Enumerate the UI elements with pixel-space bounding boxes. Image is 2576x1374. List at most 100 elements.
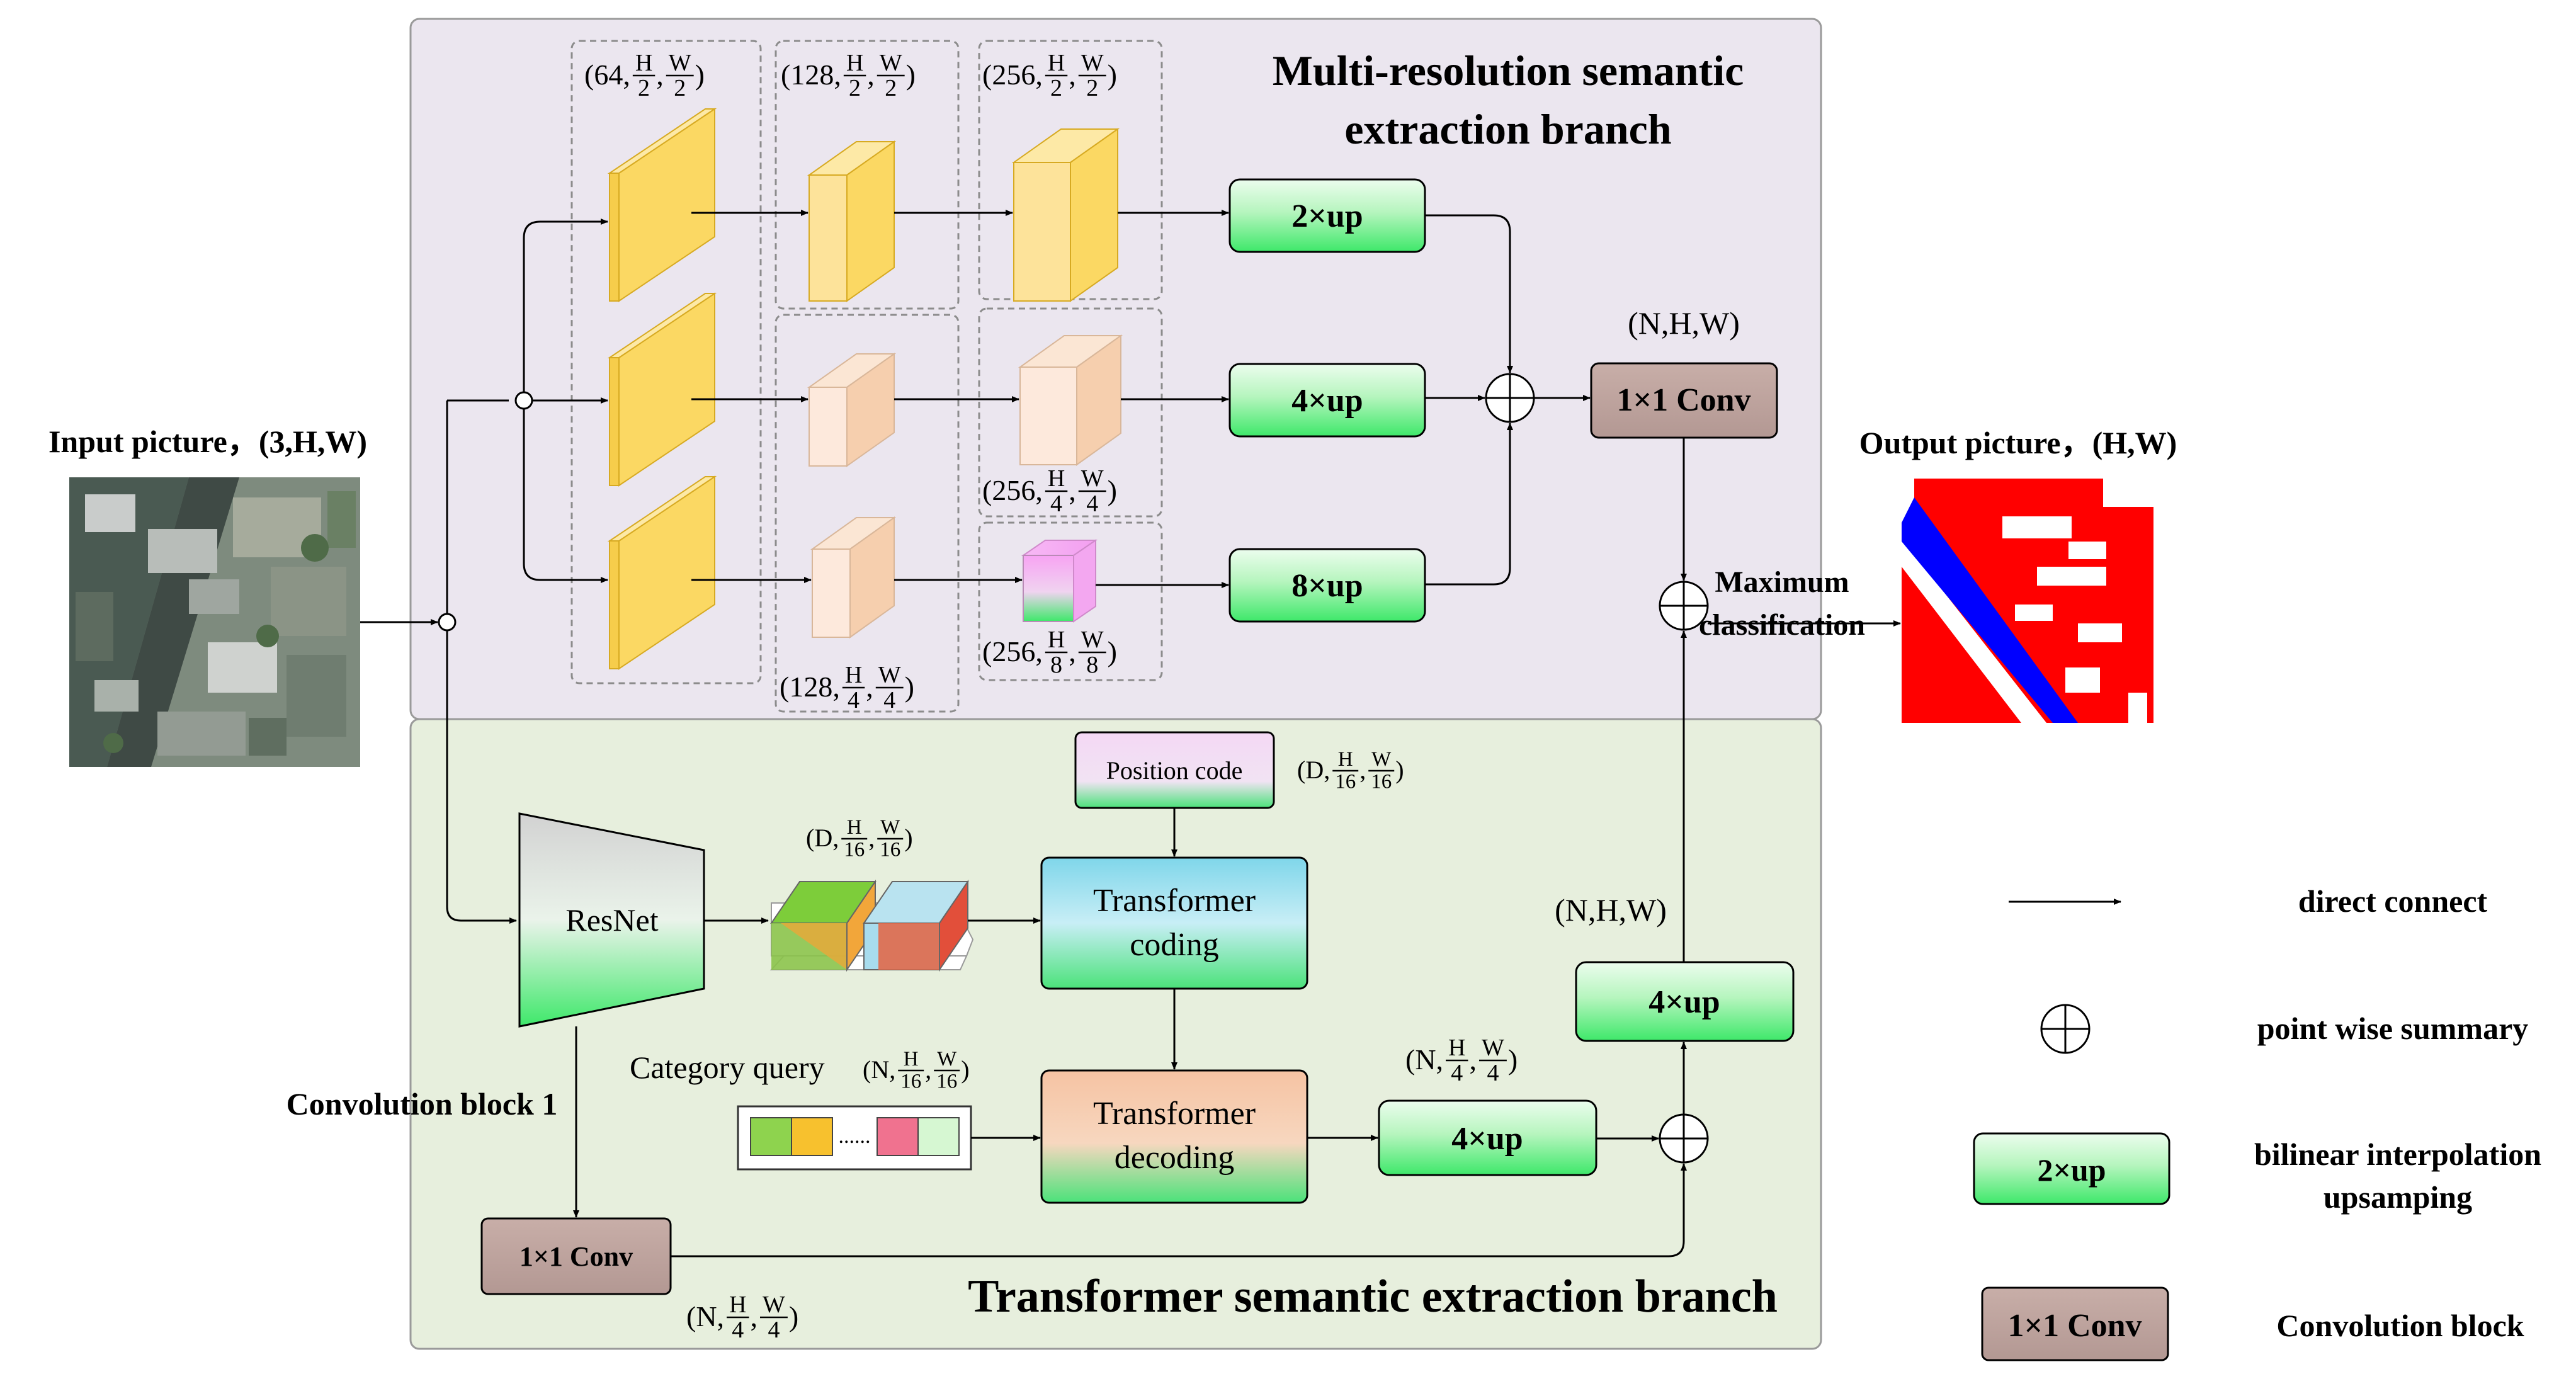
dim-position-code-1-numerator: H — [1338, 748, 1353, 771]
maximum-label: Maximum — [1715, 565, 1849, 599]
cube-row2-stage1 — [607, 292, 717, 487]
dim-stage2-top-2-numerator: W — [880, 50, 902, 76]
legend-sum-icon — [2040, 1004, 2091, 1054]
dim-category-query-comma: , — [925, 1055, 931, 1084]
dim-category-query-2-numerator: W — [937, 1048, 957, 1070]
dim-conv-bottom-2-denominator: 4 — [768, 1317, 780, 1343]
category-query-label: Category query — [630, 1050, 825, 1085]
multi-resolution-dim-labels: (64,H2,W2)(128,H2,W2)(256,H2,W2)(256,H4,… — [584, 50, 1117, 713]
position-code-label: Position code — [1106, 756, 1243, 785]
dim-stage3-bottom-1-denominator: 8 — [1050, 652, 1062, 678]
dim-stage3-top: (256,H2,W2) — [982, 50, 1117, 101]
dim-stage3-bottom-comma: , — [1069, 635, 1076, 667]
connectors — [360, 210, 1901, 1258]
sum-nodes — [1485, 373, 1709, 1164]
dim-stage3-mid: (256,H4,W4) — [982, 465, 1117, 517]
dim-stage2-bottom-comma: , — [866, 671, 873, 703]
input-picture — [69, 477, 360, 767]
transformer-up4-box: 4×up — [1378, 1099, 1597, 1176]
dim-position-code-comma: , — [1359, 756, 1366, 784]
legend-bilinear-line1: bilinear interpolation — [2254, 1137, 2541, 1172]
sum-node-transformer — [1659, 1113, 1709, 1164]
dim-stage2-top-suffix: ) — [906, 59, 916, 91]
query-ellipsis: ...... — [839, 1125, 871, 1148]
dim-category-query-1-denominator: 16 — [900, 1070, 921, 1093]
cube-row2-stage2 — [807, 353, 897, 467]
dim-stage2-bottom-suffix: ) — [905, 671, 914, 703]
up8-label: 8×up — [1291, 568, 1363, 604]
feature-tokens: ...... — [769, 879, 974, 972]
dim-stage3-top-comma: , — [1069, 59, 1076, 91]
dim-stage2-bottom: (128,H4,W4) — [780, 662, 914, 713]
stage3-group-bottom — [978, 521, 1163, 681]
dim-conv-bottom-comma: , — [751, 1300, 758, 1332]
token-first — [770, 879, 877, 972]
cube-row3-stage2 — [810, 516, 897, 639]
decoder-label-line1: Transformer — [1093, 1096, 1256, 1132]
dim-stage3-mid-prefix: (256, — [982, 474, 1043, 506]
dim-feature-tokens-2-numerator: W — [880, 816, 900, 839]
sum-node-multi — [1485, 373, 1535, 423]
dim-stage3-mid-comma: , — [1069, 474, 1076, 506]
transformer-up4-label: 4×up — [1451, 1121, 1523, 1157]
stage1-group — [570, 40, 762, 684]
dim-stage2-top-1-denominator: 2 — [849, 75, 861, 101]
transformer-dim-labels: (D,H16,W16)(D,H16,W16)(N,H16,W16)(N,H4,W… — [686, 748, 1518, 1343]
transformer-branch-title: Transformer semantic extraction branch — [968, 1271, 1778, 1322]
dim-stage3-mid-2-numerator: W — [1081, 465, 1104, 492]
conv-1x1-top: 1×1 Conv — [1590, 362, 1778, 439]
up2-box: 2×up — [1228, 178, 1426, 253]
dim-stage3-mid-2-denominator: 4 — [1086, 491, 1098, 517]
dim-stage3-top-2-numerator: W — [1081, 50, 1104, 76]
resnet-label: ResNet — [565, 902, 658, 938]
legend-point-wise: point wise summary — [2257, 1011, 2529, 1046]
output-picture — [1902, 479, 2153, 723]
dim-stage2-top-prefix: (128, — [781, 59, 841, 91]
transformer-up4b-dim: (N,H,W) — [1555, 892, 1667, 928]
dim-transformer-up4-prefix: (N, — [1405, 1043, 1443, 1076]
dim-stage1-1-denominator: 2 — [638, 75, 650, 101]
dim-category-query-prefix: (N, — [863, 1055, 895, 1084]
stage2-group-bottom — [775, 314, 960, 713]
dim-transformer-up4-1-denominator: 4 — [1451, 1060, 1463, 1086]
dim-conv-bottom-2-numerator: W — [763, 1292, 785, 1318]
dim-stage3-bottom-2-numerator: W — [1081, 627, 1104, 653]
output-picture-label: Output picture，(H,W) — [1859, 425, 2177, 460]
dim-stage2-bottom-prefix: (128, — [780, 671, 840, 703]
dim-transformer-up4: (N,H4,W4) — [1405, 1035, 1518, 1086]
input-split-node — [438, 613, 457, 632]
up4-box: 4×up — [1228, 363, 1426, 438]
up2-label: 2×up — [1291, 198, 1363, 234]
dim-feature-tokens-1-denominator: 16 — [844, 839, 865, 861]
resnet-block: ResNet — [518, 812, 705, 1028]
position-code-box: Position code — [1074, 731, 1275, 809]
legend-conv-label: 1×1 Conv — [2007, 1308, 2142, 1344]
dim-category-query-1-numerator: H — [904, 1048, 919, 1070]
dim-stage2-top-2-denominator: 2 — [885, 75, 897, 101]
input-picture-label: Input picture，(3,H,W) — [48, 424, 367, 459]
legend: direct connect point wise summary 2×up b… — [1973, 883, 2541, 1361]
convolution-block-1-label: Convolution block 1 — [287, 1086, 558, 1121]
legend-conv-box — [1981, 1286, 2169, 1361]
dim-position-code-2-numerator: W — [1371, 748, 1392, 771]
dim-stage2-top-1-numerator: H — [846, 50, 863, 76]
dim-stage1-1-numerator: H — [635, 50, 652, 76]
multi-resolution-branch-title: Multi-resolution semantic — [1273, 47, 1744, 94]
dim-stage3-mid-suffix: ) — [1108, 474, 1117, 506]
dim-category-query-2-denominator: 16 — [936, 1070, 957, 1093]
dim-stage3-mid-1-numerator: H — [1048, 465, 1065, 492]
up4-label: 4×up — [1291, 383, 1363, 419]
dim-conv-bottom-prefix: (N, — [686, 1300, 724, 1332]
stage1-cubes — [607, 108, 717, 670]
dim-conv-bottom-suffix: ) — [789, 1300, 798, 1332]
dim-position-code-suffix: ) — [1395, 756, 1404, 784]
dim-feature-tokens: (D,H16,W16) — [806, 816, 913, 861]
dim-stage3-bottom: (256,H8,W8) — [982, 627, 1117, 678]
dim-conv-bottom-1-numerator: H — [729, 1292, 746, 1318]
dim-stage1-comma: , — [656, 59, 664, 91]
dim-stage3-mid-1-denominator: 4 — [1050, 491, 1062, 517]
cube-row1-stage3 — [1011, 128, 1120, 302]
legend-upsample-box — [1973, 1132, 2170, 1205]
legend-bilinear-line2: upsamping — [2324, 1179, 2472, 1215]
